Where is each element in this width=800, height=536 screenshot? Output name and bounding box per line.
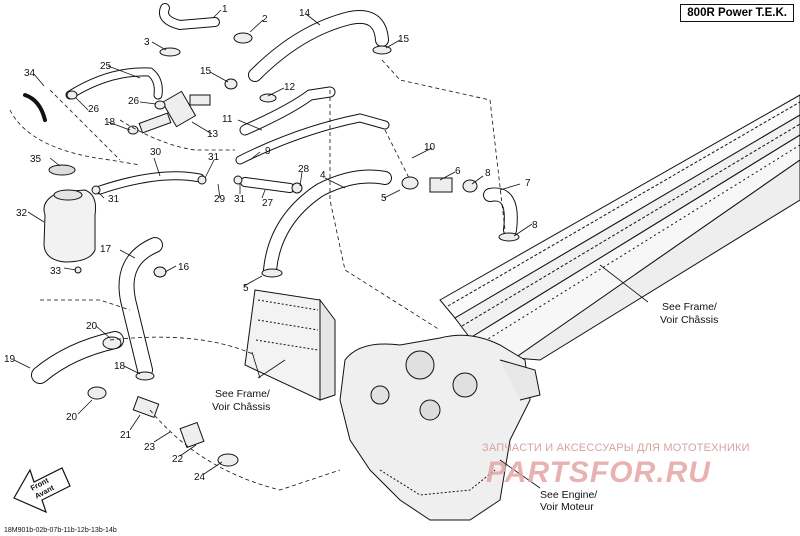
callout-32: 32: [16, 208, 28, 219]
callout-5b: 5: [243, 283, 249, 294]
watermark-tagline: ЗАПЧАСТИ И АКСЕССУАРЫ ДЛЯ МОТОТЕХНИКИ: [482, 442, 750, 454]
engine-block: [339, 334, 541, 521]
note-frame-left-1: See Frame/: [215, 388, 270, 400]
leader-lines: [13, 9, 649, 489]
fittings: [66, 32, 520, 467]
callout-26b: 26: [128, 96, 140, 107]
callout-20a: 20: [86, 321, 98, 332]
callout-5a: 5: [381, 193, 387, 204]
callout-24: 24: [194, 472, 206, 483]
routing-lines: [9, 59, 506, 491]
callout-11: 11: [222, 114, 233, 125]
callout-20b: 20: [66, 412, 78, 423]
note-frame-right-1: See Frame/: [662, 301, 717, 313]
callout-2: 2: [262, 14, 268, 25]
callout-8b: 8: [532, 220, 538, 231]
callout-28: 28: [298, 164, 310, 175]
note-engine-1: See Engine/: [540, 489, 597, 501]
note-frame-right-2: Voir Châssis: [660, 314, 718, 326]
callout-25: 25: [100, 61, 112, 72]
callout-30: 30: [150, 147, 162, 158]
callout-29: 29: [214, 194, 226, 205]
note-engine-2: Voir Moteur: [540, 501, 594, 513]
callout-21: 21: [120, 430, 132, 441]
front-direction-arrow: [13, 467, 71, 514]
expansion-tank: [43, 164, 96, 263]
callout-33: 33: [50, 266, 62, 277]
callout-26a: 26: [88, 104, 100, 115]
diagram-code: 18M901b-02b-07b-11b-12b-13b-14b: [4, 527, 117, 534]
note-frame-left-2: Voir Châssis: [212, 401, 270, 413]
callout-31c: 31: [108, 194, 120, 205]
model-title: 800R Power T.E.K.: [680, 4, 794, 22]
callout-22: 22: [172, 454, 184, 465]
callout-15b: 15: [200, 66, 212, 77]
callout-10: 10: [424, 142, 436, 153]
callout-4: 4: [320, 170, 326, 181]
callout-16: 16: [178, 262, 190, 273]
reference-notes: See Frame/ Voir Châssis See Frame/ Voir …: [212, 301, 718, 513]
callout-6: 6: [455, 166, 461, 177]
callout-15a: 15: [398, 34, 410, 45]
callout-labels: 1 2 3 4 5 5 6 7 8 8 9 10 11 12 13 14 15 …: [4, 4, 538, 483]
radiator-rail: [439, 94, 800, 361]
callout-1: 1: [222, 4, 228, 15]
callout-14: 14: [299, 8, 311, 19]
radiator-core: [244, 289, 336, 401]
callout-3: 3: [144, 37, 150, 48]
watermark-brand: PARTSFOR.RU: [486, 456, 711, 489]
callout-8a: 8: [485, 168, 491, 179]
callout-13: 13: [207, 129, 219, 140]
callout-12: 12: [284, 82, 296, 93]
callout-23: 23: [144, 442, 156, 453]
callout-31b: 31: [234, 194, 246, 205]
callout-18b: 18: [114, 361, 126, 372]
callout-9: 9: [265, 146, 271, 157]
callout-18a: 18: [104, 117, 116, 128]
callout-7: 7: [525, 178, 531, 189]
callout-19: 19: [4, 354, 16, 365]
callout-17: 17: [100, 244, 112, 255]
callout-35: 35: [30, 154, 42, 165]
callout-31a: 31: [208, 152, 220, 163]
callout-34: 34: [24, 68, 36, 79]
callout-27: 27: [262, 198, 274, 209]
